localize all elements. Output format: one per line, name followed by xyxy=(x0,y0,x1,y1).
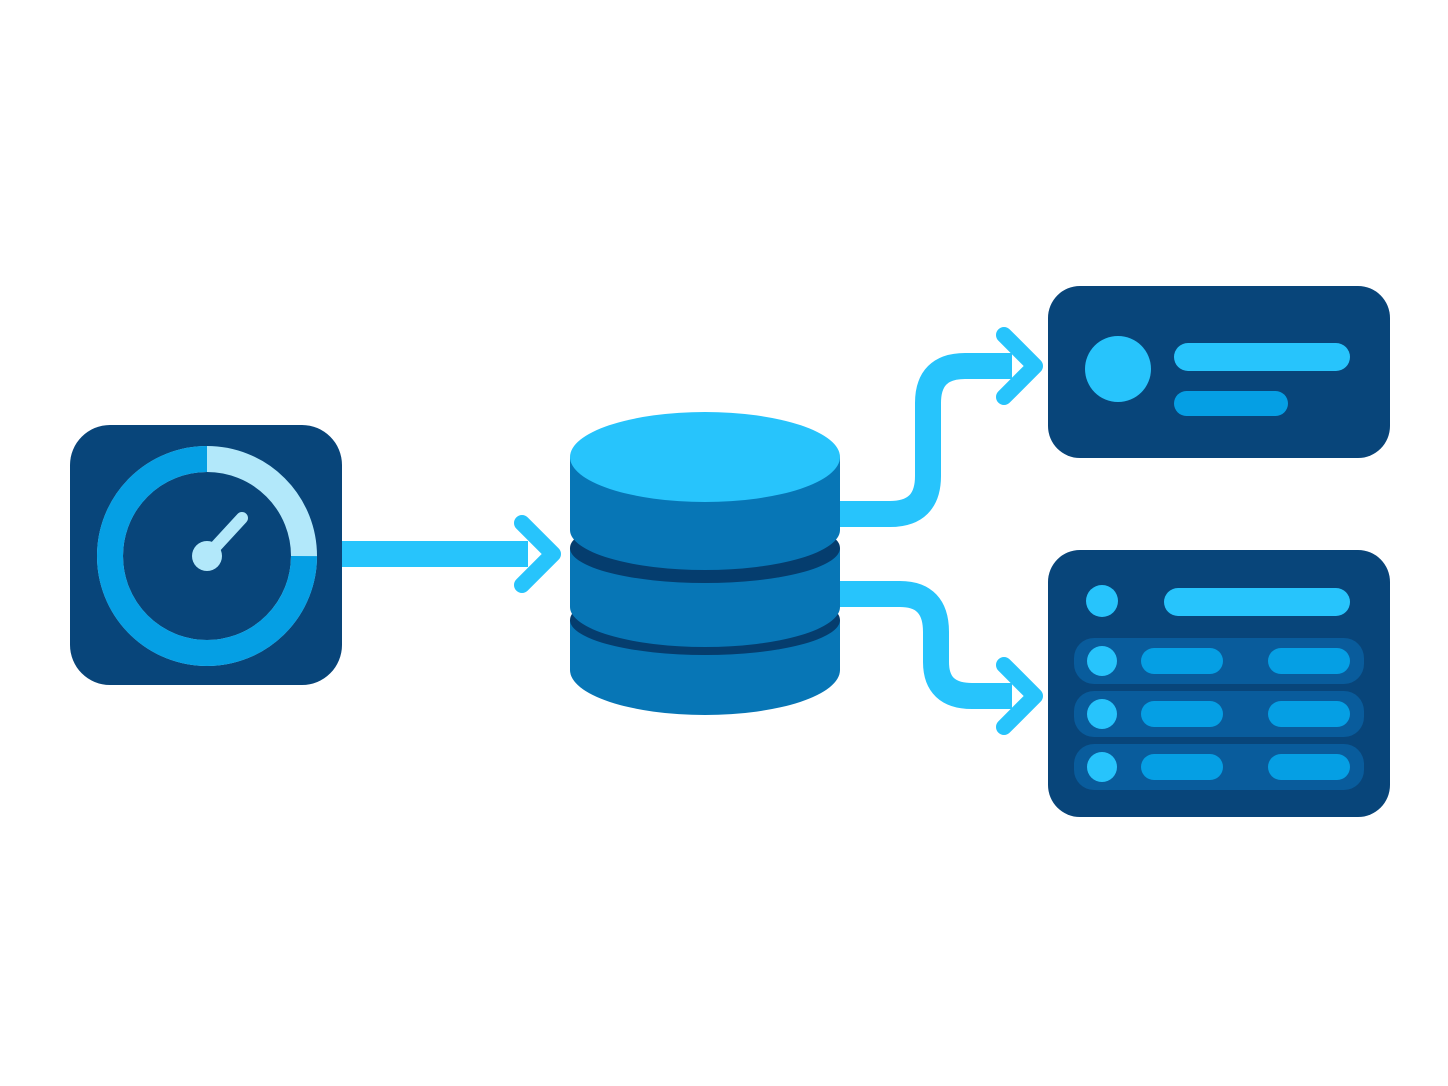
gauge-fill-arc xyxy=(97,446,317,666)
connector-database-to-profile-card xyxy=(840,327,1043,527)
table-header-dot xyxy=(1086,585,1118,617)
table-row-dot xyxy=(1087,699,1117,729)
table-cell-bar xyxy=(1141,754,1223,780)
user-card-icon xyxy=(1085,336,1350,416)
profile-card-panel xyxy=(1048,286,1390,458)
table-row-dot xyxy=(1087,752,1117,782)
table-cell-bar xyxy=(1268,754,1350,780)
connector-line xyxy=(840,353,1012,527)
table-list-icon xyxy=(1074,585,1364,790)
profile-card-node xyxy=(1048,286,1390,458)
connector-line xyxy=(840,581,1012,709)
database-top-cap xyxy=(570,412,840,502)
database-cylinder-icon xyxy=(570,412,840,715)
table-cell-bar xyxy=(1141,701,1223,727)
arrowhead-icon xyxy=(514,515,561,593)
table-rows xyxy=(1074,638,1364,790)
data-table-node xyxy=(1048,550,1390,817)
table-row-dot xyxy=(1087,646,1117,676)
gauge-hub xyxy=(192,541,222,571)
gauge-node xyxy=(70,425,342,685)
table-cell-bar xyxy=(1141,648,1223,674)
table-row xyxy=(1074,744,1364,790)
connector-gauge-to-database xyxy=(342,515,561,593)
profile-line-primary xyxy=(1174,343,1350,371)
table-header-line xyxy=(1164,588,1350,616)
database-node xyxy=(570,412,840,715)
speedometer-icon xyxy=(97,446,317,666)
table-cell-bar xyxy=(1268,648,1350,674)
avatar-icon xyxy=(1085,336,1151,402)
table-row xyxy=(1074,638,1364,684)
connector-database-to-data-table xyxy=(840,581,1043,735)
table-cell-bar xyxy=(1268,701,1350,727)
arrowhead-icon xyxy=(996,327,1043,405)
profile-line-secondary xyxy=(1174,391,1288,416)
table-row xyxy=(1074,691,1364,737)
arrowhead-icon xyxy=(996,657,1043,735)
